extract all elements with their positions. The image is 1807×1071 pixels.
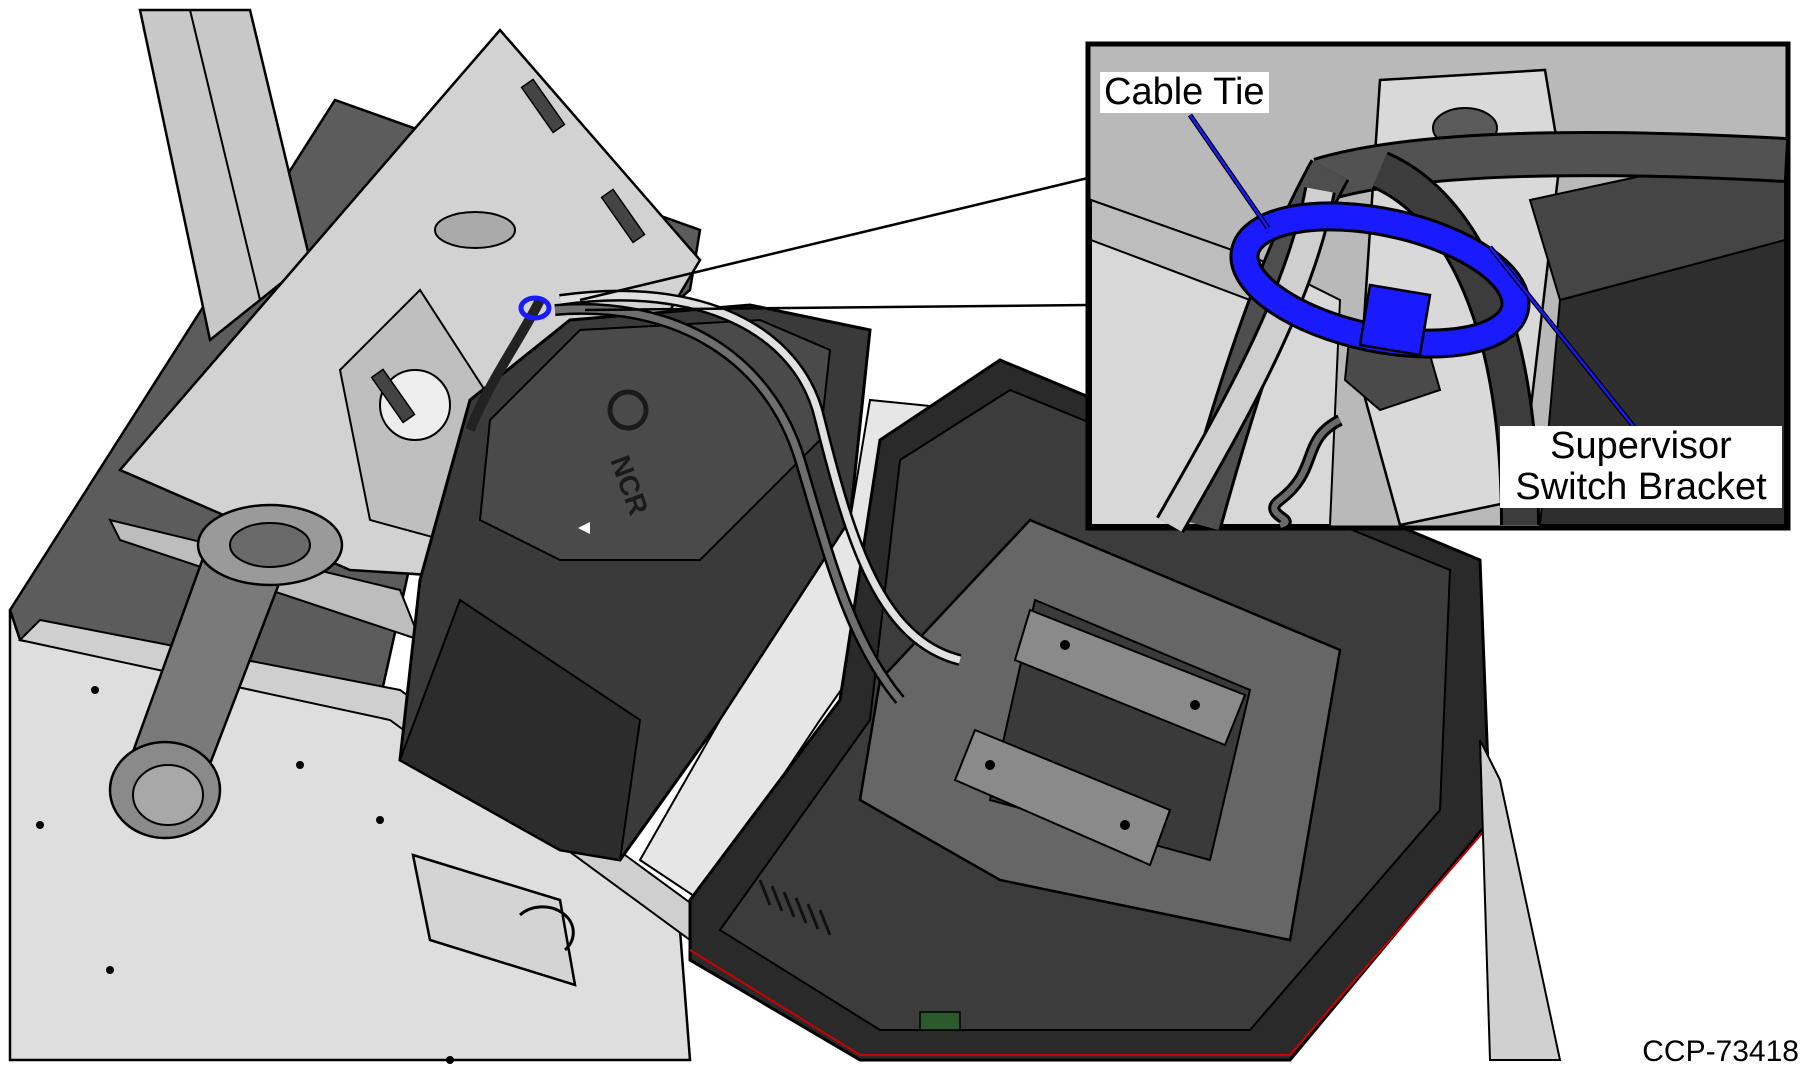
- post-flange-inner: [229, 522, 311, 568]
- access-plate-slot: [519, 905, 575, 952]
- cable-tie-head: [1358, 283, 1432, 357]
- cable-harness: [465, 297, 545, 432]
- supervisor-label-line2: Switch Bracket: [1515, 466, 1767, 509]
- access-plate: [411, 853, 577, 987]
- supervisor-label-line1: Supervisor: [1550, 425, 1732, 467]
- bracket-pivot: [379, 369, 451, 441]
- vesa-rail-upper: [1013, 608, 1247, 747]
- cable-tie-label: Cable Tie: [1100, 71, 1269, 114]
- supervisor-switch-bracket-label: Supervisor Switch Bracket: [1500, 425, 1782, 509]
- cable-tie-small: [518, 295, 552, 321]
- inset-content: [1090, 68, 1787, 533]
- vesa-rail-lower: [953, 728, 1172, 867]
- display-vents: [758, 879, 832, 936]
- scanner-side: [398, 598, 642, 862]
- right-frame: [1479, 739, 1562, 1061]
- zoom-leader-top: [579, 176, 1089, 302]
- zoom-leader-bottom: [584, 303, 1089, 312]
- post-end-bore: [132, 764, 204, 826]
- indicator-triangle-icon: [578, 522, 590, 534]
- green-connector: [919, 1011, 961, 1031]
- panel-holes: [36, 686, 454, 1064]
- figure-code: CCP-73418: [1642, 1035, 1799, 1068]
- ncr-logo-icon: [607, 389, 649, 431]
- bracket-dial: [434, 211, 516, 249]
- vesa-screws: [985, 640, 1200, 830]
- display-red-edge: [689, 829, 1486, 1056]
